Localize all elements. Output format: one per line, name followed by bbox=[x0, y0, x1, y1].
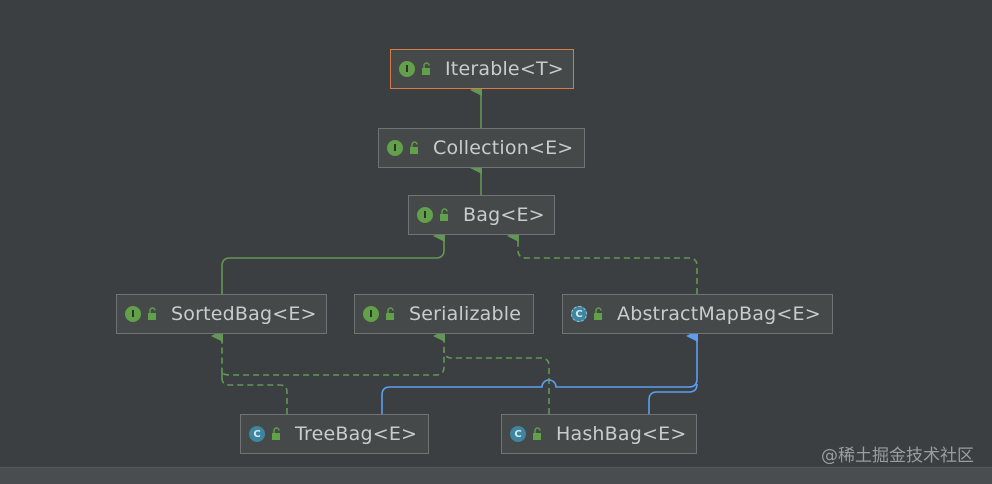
abstract-class-icon: C bbox=[571, 306, 587, 322]
lock-icon bbox=[594, 307, 602, 320]
node-bag[interactable]: I Bag<E> bbox=[408, 195, 555, 235]
lock-icon bbox=[533, 427, 541, 440]
class-icon: C bbox=[249, 426, 265, 442]
watermark: @稀土掘金技术社区 bbox=[821, 446, 974, 466]
node-label: HashBag<E> bbox=[556, 423, 687, 445]
lock-icon bbox=[410, 141, 418, 154]
node-serializable[interactable]: I Serializable bbox=[354, 294, 534, 334]
lock-icon bbox=[272, 427, 280, 440]
edge-sortedbag-bag bbox=[221, 230, 445, 294]
node-treebag[interactable]: C TreeBag<E> bbox=[240, 414, 429, 454]
edge-abstractmapbag-bag bbox=[507, 230, 698, 294]
class-icon: C bbox=[510, 426, 526, 442]
node-label: SortedBag<E> bbox=[171, 303, 317, 325]
node-collection[interactable]: I Collection<E> bbox=[378, 128, 585, 168]
lock-icon bbox=[422, 62, 430, 75]
interface-icon: I bbox=[417, 207, 433, 223]
edge-hashbag-abstractmapbag bbox=[648, 383, 698, 414]
node-abstractmapbag[interactable]: C AbstractMapBag<E> bbox=[562, 294, 833, 334]
bottom-scrollbar[interactable] bbox=[0, 467, 992, 484]
interface-icon: I bbox=[363, 306, 379, 322]
interface-icon: I bbox=[387, 140, 403, 156]
node-label: TreeBag<E> bbox=[295, 423, 418, 445]
edge-hashbag-serializable bbox=[443, 349, 550, 414]
node-label: Collection<E> bbox=[433, 137, 574, 159]
node-label: Serializable bbox=[409, 303, 522, 325]
node-label: Bag<E> bbox=[463, 204, 545, 226]
lock-icon bbox=[386, 307, 394, 320]
lock-icon bbox=[148, 307, 156, 320]
interface-icon: I bbox=[125, 306, 141, 322]
node-label: Iterable<T> bbox=[445, 58, 564, 80]
interface-icon: I bbox=[399, 61, 415, 77]
edge-treebag-sortedbag bbox=[211, 330, 288, 414]
edge-treebag-serializable bbox=[221, 330, 445, 378]
node-iterable[interactable]: I Iterable<T> bbox=[390, 49, 574, 89]
lock-icon bbox=[440, 208, 448, 221]
node-label: AbstractMapBag<E> bbox=[617, 303, 821, 325]
node-sortedbag[interactable]: I SortedBag<E> bbox=[116, 294, 327, 334]
edge-treebag-abstractmapbag bbox=[381, 330, 698, 414]
node-hashbag[interactable]: C HashBag<E> bbox=[501, 414, 697, 454]
